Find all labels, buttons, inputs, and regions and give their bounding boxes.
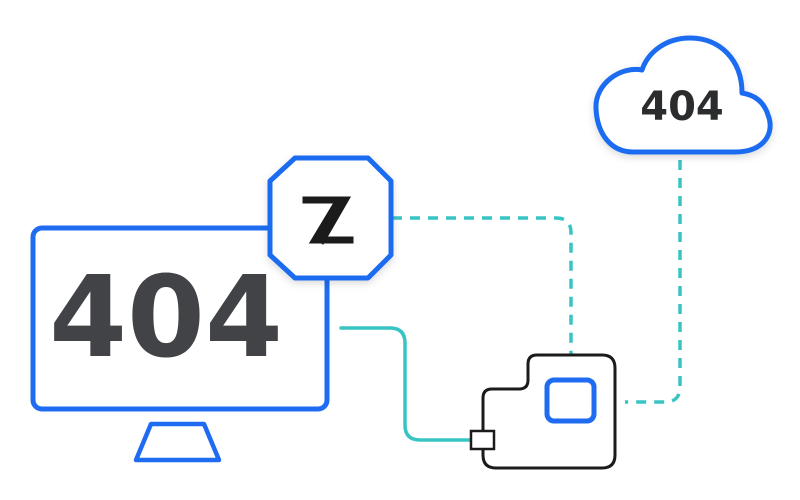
cloud-error-code: 404 xyxy=(640,84,724,130)
monitor-screen xyxy=(30,225,330,412)
monitor-error-code: 404 xyxy=(49,253,283,383)
monitor-device-cable xyxy=(339,326,472,442)
device-module xyxy=(544,377,597,424)
logo-mark-icon xyxy=(302,196,354,245)
monitor-icon: 404 xyxy=(30,225,330,463)
connection-lines xyxy=(339,160,682,442)
device-port xyxy=(469,429,496,451)
badge-device-dashed-link xyxy=(392,216,573,355)
cloud-icon: 404 xyxy=(593,35,773,155)
monitor-stand xyxy=(133,421,222,463)
device-icon xyxy=(469,353,617,470)
cloud-device-dashed-link xyxy=(625,160,682,404)
cloud-outline xyxy=(593,35,773,155)
